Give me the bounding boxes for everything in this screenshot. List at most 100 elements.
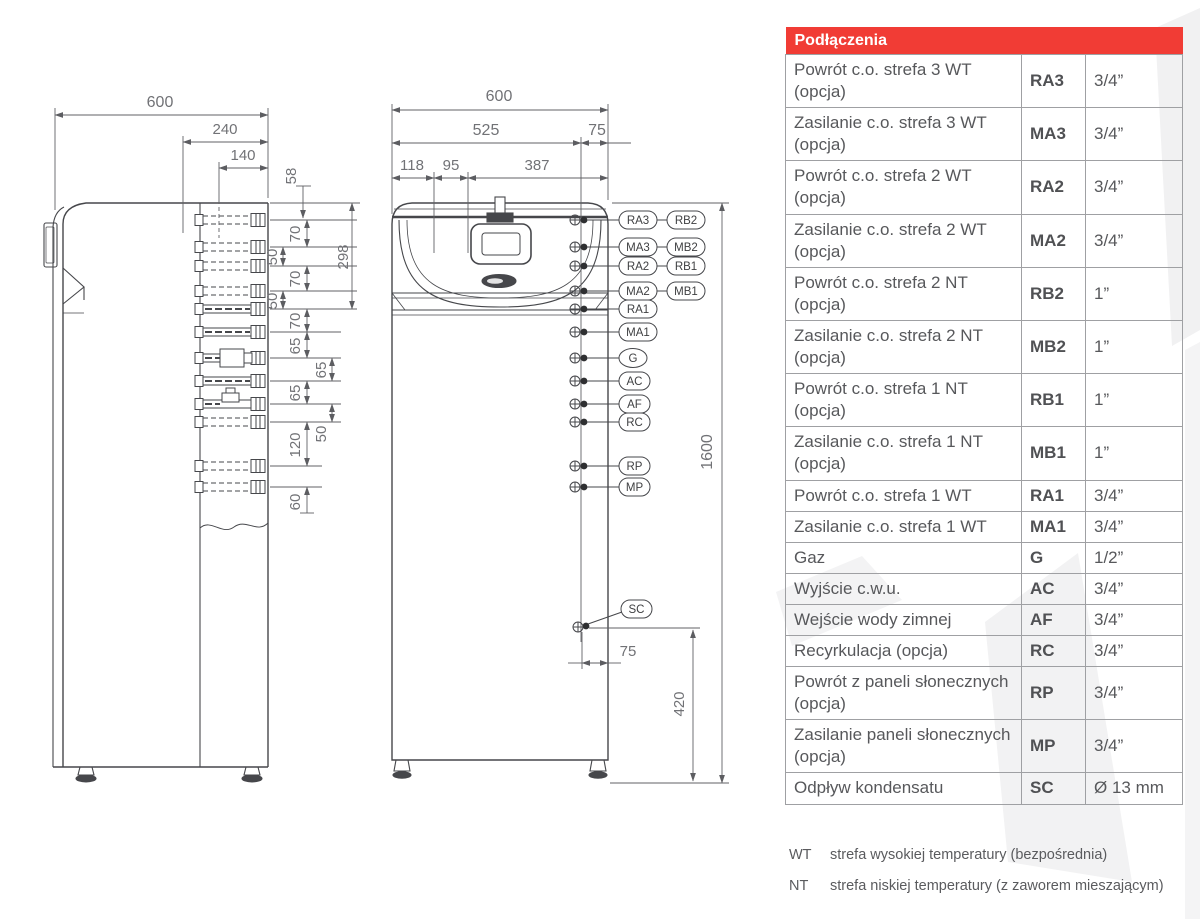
connection-desc: Gaz <box>785 541 1022 574</box>
side-panel <box>43 222 58 268</box>
connection-tag: MA2 <box>626 286 650 298</box>
connection-tag: MB1 <box>674 286 698 298</box>
dim-label: 1600 <box>699 434 716 470</box>
connection-code: G <box>1021 541 1086 574</box>
connection-desc: Wejście wody zimnej <box>785 603 1022 636</box>
dim-label: 50 <box>264 249 281 266</box>
connection-size: 3/4” <box>1085 572 1183 605</box>
connection-tag: RA3 <box>627 215 649 227</box>
connection-desc: Powrót z paneli słonecznych (opcja) <box>785 666 1022 721</box>
connection-code: MA2 <box>1021 213 1086 268</box>
footnote-wt: WT strefa wysokiej temperatury (bezpośre… <box>789 847 1194 863</box>
front-dimensions <box>391 104 729 784</box>
footnote-nt: NT strefa niskiej temperatury (z zaworem… <box>789 878 1194 894</box>
connection-tag: AC <box>627 376 643 388</box>
dim-label: 140 <box>230 147 255 164</box>
connection-size: 1” <box>1085 319 1183 375</box>
connection-code: RB2 <box>1021 266 1086 321</box>
connection-code: RC <box>1021 634 1086 668</box>
footnote-text: strefa wysokiej temperatury (bezpośredni… <box>830 847 1108 863</box>
dim-label: 65 <box>287 338 304 355</box>
dim-label: 70 <box>287 271 304 288</box>
connection-desc: Odpływ kondensatu <box>785 772 1022 805</box>
connection-desc: Powrót c.o. strefa 2 NT (opcja) <box>785 266 1022 321</box>
dim-label: 58 <box>283 168 300 185</box>
connection-tag: RA2 <box>627 261 649 273</box>
side-view-drawing: 600 240 140 58 70 50 70 50 70 65 65 65 5… <box>43 94 360 783</box>
dim-label: 70 <box>287 226 304 243</box>
connection-desc: Recyrkulacja (opcja) <box>785 634 1022 668</box>
side-feet <box>75 766 263 783</box>
control-knob <box>494 196 506 216</box>
side-pipes <box>194 213 266 494</box>
table-header-row: Podłączenia <box>785 27 1183 55</box>
connection-tag: RC <box>626 417 643 429</box>
footnote-code: NT <box>789 878 809 894</box>
valve <box>221 392 240 403</box>
connection-code: RP <box>1021 666 1086 721</box>
connection-size: 3/4” <box>1085 213 1183 268</box>
connection-size: 3/4” <box>1085 666 1183 721</box>
connection-tag: RB1 <box>675 261 697 273</box>
connection-size: 1” <box>1085 373 1183 428</box>
connection-desc: Zasilanie c.o. strefa 2 WT (opcja) <box>785 213 1022 268</box>
connection-size: 3/4” <box>1085 53 1183 109</box>
dim-label: 65 <box>313 362 330 379</box>
front-body <box>391 196 609 779</box>
connection-code: SC <box>1021 772 1086 805</box>
connection-size: 3/4” <box>1085 479 1183 512</box>
connection-code: RA1 <box>1021 479 1086 512</box>
dim-label: 420 <box>671 691 688 716</box>
connection-desc: Zasilanie paneli słonecznych (opcja) <box>785 719 1022 774</box>
footnote-text: strefa niskiej temperatury (z zaworem mi… <box>830 878 1164 894</box>
side-dimensions <box>54 108 360 514</box>
connection-tag: AF <box>627 399 642 411</box>
connection-tag: MP <box>626 482 644 494</box>
dim-label: 600 <box>486 88 513 105</box>
connection-size: 3/4” <box>1085 107 1183 162</box>
gas-fitting <box>219 348 245 368</box>
connection-tag: RP <box>627 461 643 473</box>
connection-tags: RA3 RB2 MA3 MB2 RA2 RB1 MA2 MB1 RA1 MA1 … <box>618 210 706 619</box>
dim-label: 600 <box>147 94 174 111</box>
table-title: Podłączenia <box>785 27 1183 55</box>
connection-code: MA1 <box>1021 510 1086 543</box>
connection-code: RB1 <box>1021 373 1086 428</box>
dim-label: 95 <box>443 157 460 174</box>
connection-desc: Zasilanie c.o. strefa 3 WT (opcja) <box>785 107 1022 162</box>
dim-label: 50 <box>313 426 330 443</box>
connection-desc: Powrót c.o. strefa 1 NT (opcja) <box>785 373 1022 428</box>
dim-label: 70 <box>287 313 304 330</box>
side-body <box>43 202 269 783</box>
connection-tag: MB2 <box>674 242 698 254</box>
dim-label: 65 <box>287 385 304 402</box>
connection-code: RA3 <box>1021 53 1086 109</box>
display-screen <box>470 223 532 265</box>
connections-table: Podłączenia Powrót c.o. strefa 3 WT (opc… <box>785 27 1183 805</box>
dim-label: 75 <box>588 122 606 139</box>
dim-label: 298 <box>335 244 352 269</box>
dim-label: 75 <box>620 643 637 660</box>
connection-size: 3/4” <box>1085 510 1183 543</box>
dim-label: 60 <box>287 494 304 511</box>
connection-tag: MA1 <box>626 327 650 339</box>
connection-code: MB2 <box>1021 319 1086 375</box>
connection-tag: MA3 <box>626 242 650 254</box>
legend-footnotes: WT strefa wysokiej temperatury (bezpośre… <box>789 847 1194 909</box>
connection-desc: Wyjście c.w.u. <box>785 572 1022 605</box>
connection-desc: Zasilanie c.o. strefa 1 NT (opcja) <box>785 426 1022 481</box>
